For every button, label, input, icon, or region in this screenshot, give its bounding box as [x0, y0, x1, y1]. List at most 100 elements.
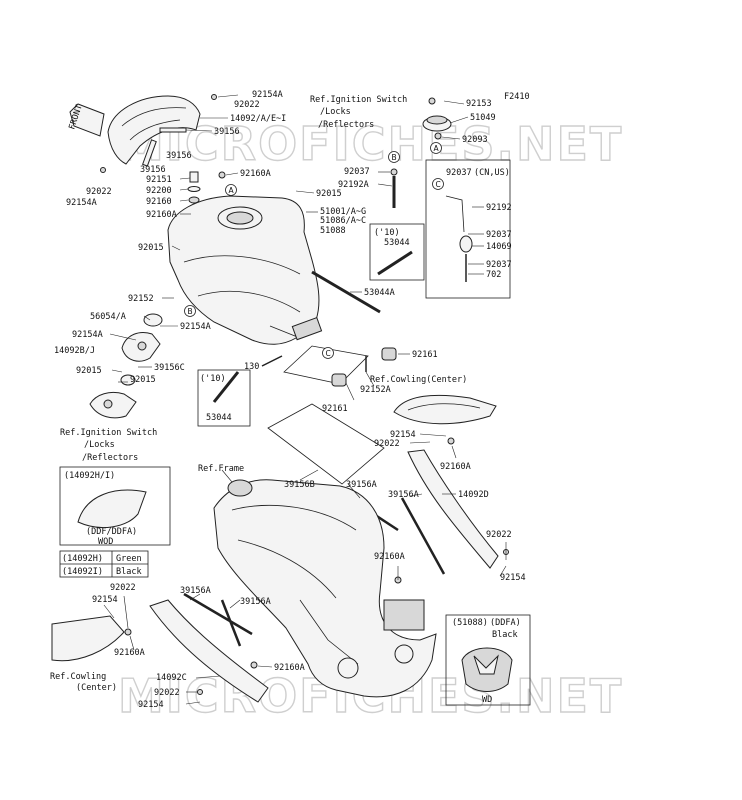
frame	[213, 479, 437, 698]
part-label: (14092H)	[62, 554, 103, 564]
part-label: 92154A	[72, 330, 103, 340]
part-label: 92037	[344, 167, 370, 177]
part-label: 53044	[384, 238, 410, 248]
upper-side-cover	[107, 95, 201, 165]
pad-39156b	[267, 403, 385, 485]
part-label: 53044	[206, 413, 232, 423]
part-label: (CN,US)	[474, 168, 510, 178]
part-label: 92015	[130, 375, 156, 385]
part-label: 92152A	[360, 385, 391, 395]
left-bracket-upper	[121, 313, 163, 362]
part-label: /Locks	[320, 107, 351, 117]
part-label: 39156B	[284, 480, 315, 490]
part-label: ('10)	[374, 228, 400, 238]
part-label: 92154	[138, 700, 164, 710]
part-label: 92015	[76, 366, 102, 376]
box-10-53044-upper	[369, 223, 425, 281]
inset-51088	[445, 614, 531, 706]
part-label: 14092/A/E~I	[230, 114, 286, 124]
fuel-tank	[167, 195, 323, 345]
part-label: 92161	[412, 350, 438, 360]
fuel-cap-assembly	[422, 97, 452, 140]
part-label: 92160A	[146, 210, 177, 220]
part-label: 92154A	[66, 198, 97, 208]
part-label: 92154	[92, 595, 118, 605]
part-label: 92022	[110, 583, 136, 593]
part-label: Ref.Ignition Switch	[60, 428, 157, 438]
part-label: 92022	[154, 688, 180, 698]
tank-seal-strip	[311, 270, 381, 314]
part-label: 39156C	[154, 363, 185, 373]
part-label: 92160A	[114, 648, 145, 658]
part-label: 92022	[374, 439, 400, 449]
part-label: 92015	[138, 243, 164, 253]
part-label: 92037	[486, 260, 512, 270]
part-labels: 92154A 92022 14092/A/E~I 39156 39156 391…	[50, 90, 526, 710]
inset-14092h-i	[59, 466, 171, 546]
part-label: 92200	[146, 186, 172, 196]
bolt-icon	[197, 689, 203, 695]
part-label: 51088	[320, 226, 346, 236]
bolt-icon	[211, 94, 217, 100]
front-arrow-icon: FRONT	[67, 103, 105, 137]
part-label: 53044A	[364, 288, 395, 298]
svg-text:C: C	[326, 349, 331, 358]
part-label: 51049	[470, 113, 496, 123]
part-label: 14092B/J	[54, 346, 95, 356]
part-label: Black	[116, 567, 142, 577]
part-label: ('10)	[200, 374, 226, 384]
leader-lines	[103, 94, 507, 705]
part-label: 92160	[146, 197, 172, 207]
part-label: 92154	[500, 573, 526, 583]
part-label: 39156	[166, 151, 192, 161]
part-label: 92022	[486, 530, 512, 540]
part-label: WD	[482, 695, 492, 705]
box-10-53044-left	[197, 369, 251, 427]
side-cover-14092d	[407, 449, 499, 569]
bolt-icon	[124, 628, 132, 636]
svg-text:B: B	[188, 307, 193, 316]
part-label: Ref.Cowling	[50, 672, 106, 682]
part-label: /Reflectors	[82, 453, 138, 463]
part-label: 56054/A	[90, 312, 126, 322]
part-label: 92160A	[274, 663, 305, 673]
part-label: WOD	[98, 537, 113, 547]
callout-c-pad: C	[322, 347, 334, 359]
part-label: 39156A	[240, 597, 271, 607]
part-label: (DDFA)	[490, 618, 521, 628]
part-label: 92015	[316, 189, 342, 199]
strip-39156a-b	[400, 497, 446, 575]
part-label: 92192A	[338, 180, 369, 190]
callout-c-hose: C	[432, 178, 444, 190]
part-label: 39156	[214, 127, 240, 137]
cowling-center-lower	[51, 615, 125, 662]
part-label: 92160A	[440, 462, 471, 472]
part-label: Ref.Ignition Switch	[310, 95, 407, 105]
strip-39156a-c	[183, 592, 253, 636]
svg-text:B: B	[392, 153, 397, 162]
watermark-top: MICROFICHES.NET	[118, 117, 623, 171]
part-label: 14069	[486, 242, 512, 252]
part-label: 39156A	[388, 490, 419, 500]
part-label: 51086/A~C	[320, 216, 366, 226]
part-label: 92022	[234, 100, 260, 110]
hose-c	[445, 195, 473, 282]
part-label: Ref.Cowling(Center)	[370, 375, 467, 385]
part-label: 92152	[128, 294, 154, 304]
breather-tube-b	[390, 168, 398, 208]
strip-39156a-d	[220, 599, 242, 647]
part-label: /Locks	[84, 440, 115, 450]
left-bracket-lower	[89, 391, 137, 419]
part-label: 14092D	[458, 490, 489, 500]
bolt-icon	[250, 661, 258, 669]
part-label: 92154	[390, 430, 416, 440]
part-label: (51088)	[452, 618, 488, 628]
rubber-pad-area	[283, 345, 369, 385]
part-label: 92154A	[180, 322, 211, 332]
part-label: 92022	[86, 187, 112, 197]
part-label: Green	[116, 554, 142, 564]
part-label: 92160A	[240, 169, 271, 179]
part-label: 92154A	[252, 90, 283, 100]
part-label: 130	[244, 362, 259, 372]
